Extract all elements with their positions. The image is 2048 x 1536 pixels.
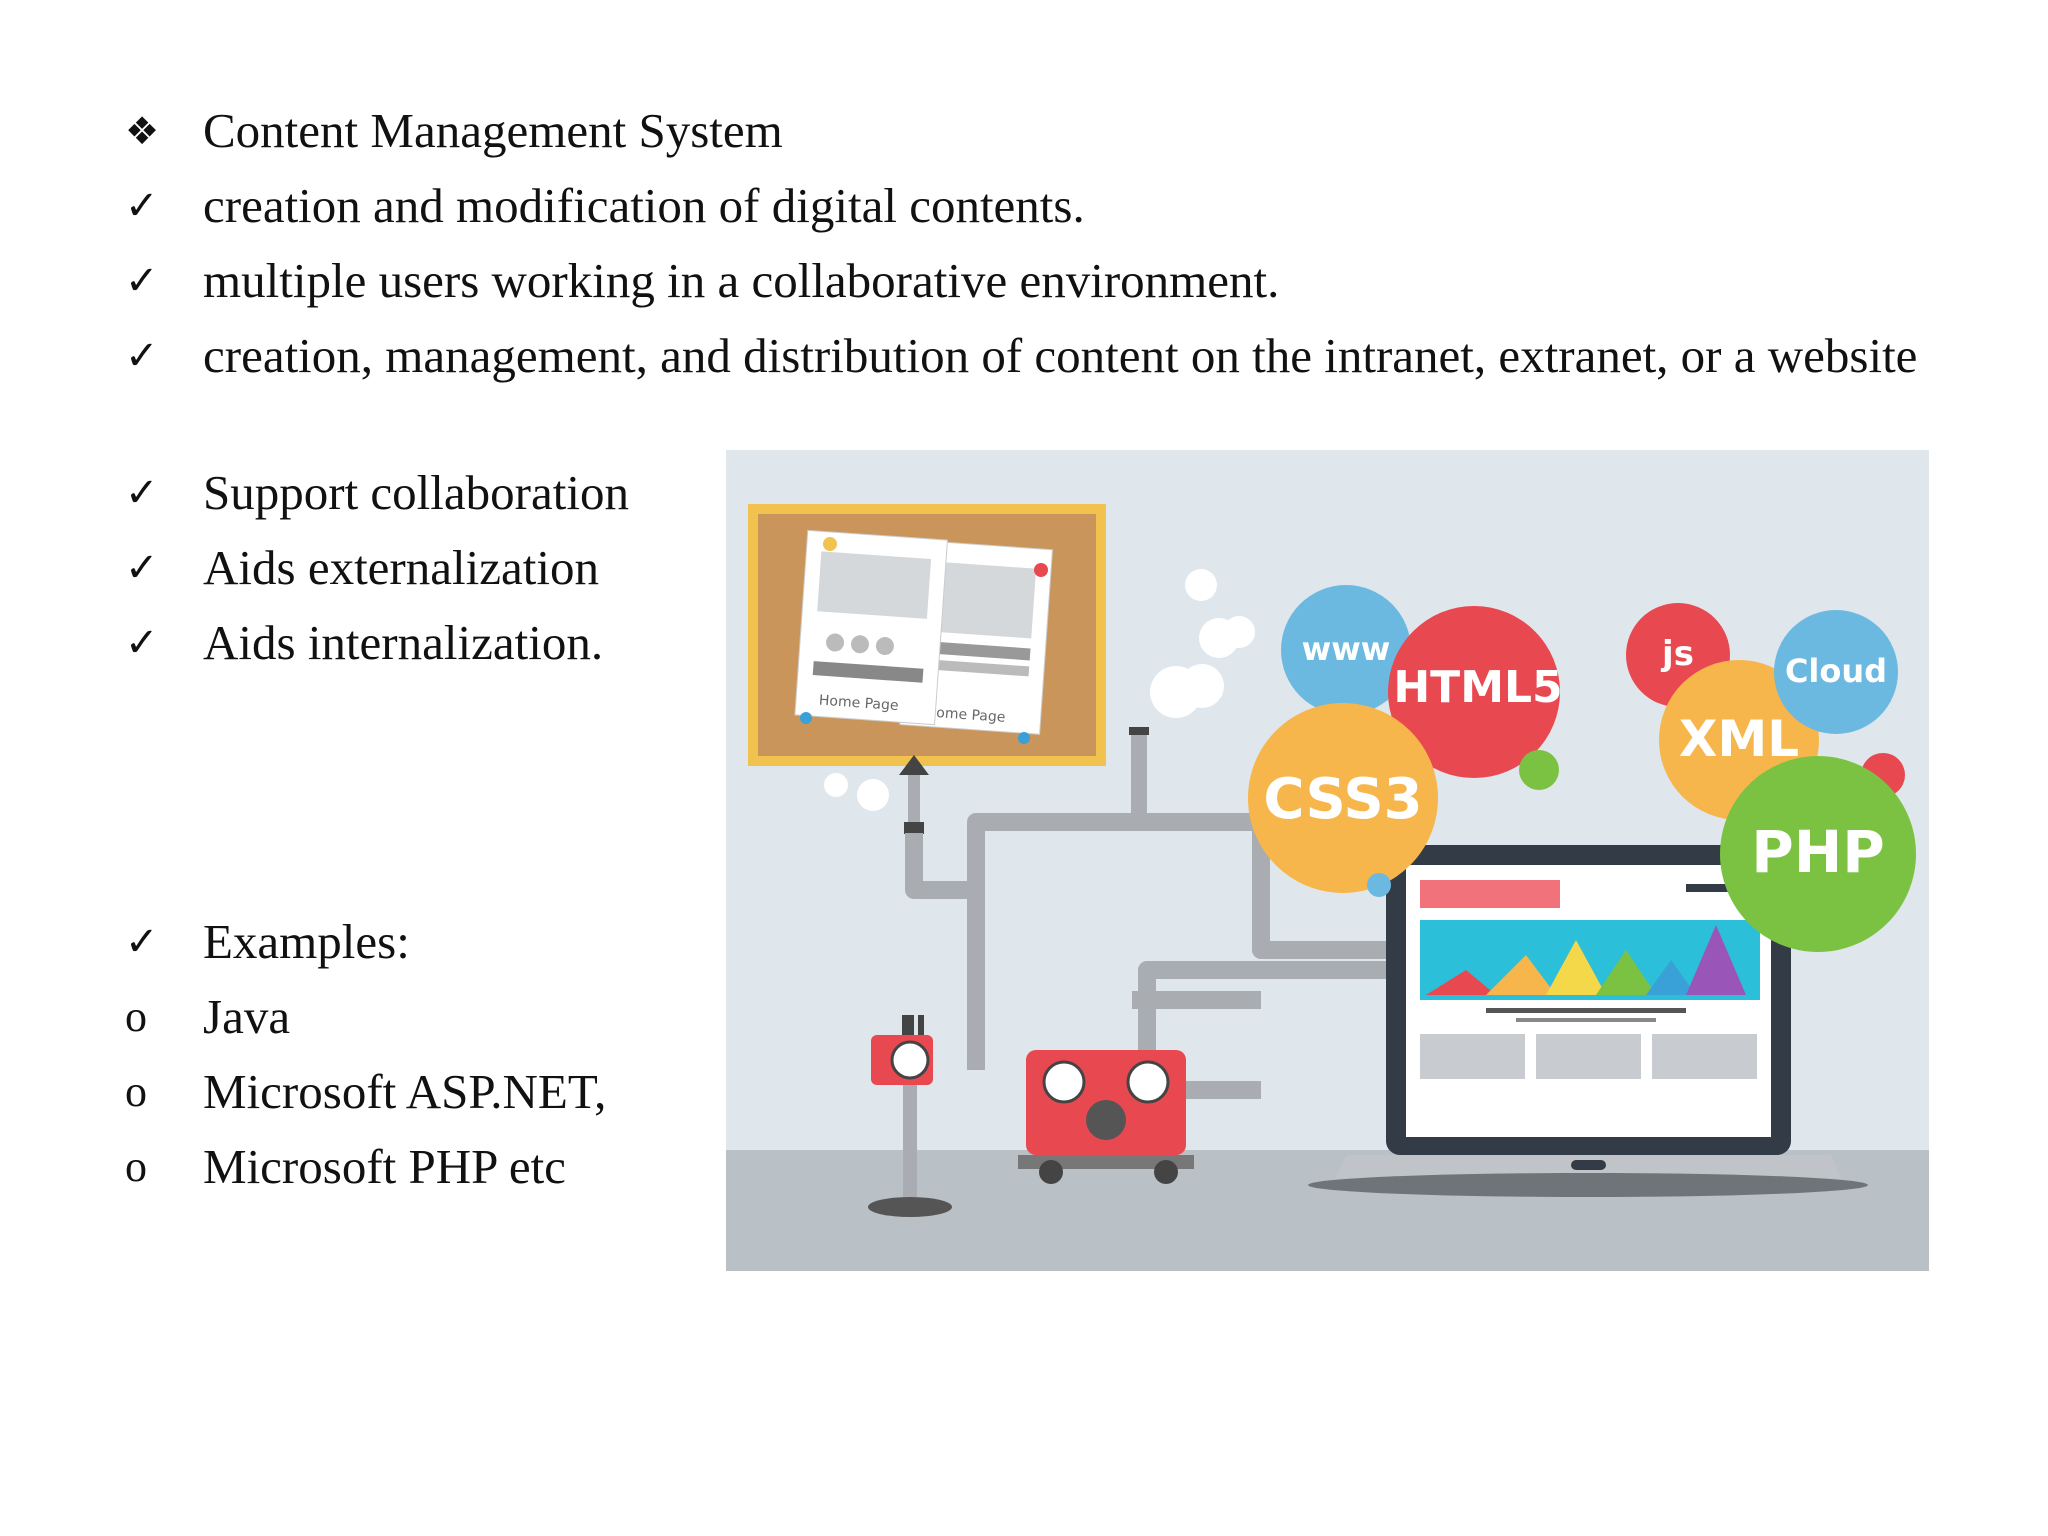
circle-bullet-icon: o bbox=[125, 992, 147, 1041]
bullet-item: ✓ Aids internalization. bbox=[125, 612, 603, 674]
php-label: PHP bbox=[1751, 818, 1885, 886]
pinned-page-label: Home Page bbox=[925, 704, 1006, 726]
checkmark-icon: ✓ bbox=[125, 620, 159, 666]
checkmark-icon: ✓ bbox=[125, 333, 159, 379]
cms-illustration-svg: Home Page Home Page bbox=[726, 450, 1929, 1271]
checkmark-icon: ✓ bbox=[125, 470, 159, 516]
example-item: o Microsoft PHP etc bbox=[125, 1136, 566, 1198]
bullet-text: Examples: bbox=[203, 914, 410, 969]
gauge-robot bbox=[868, 1015, 952, 1217]
bullet-text: creation, management, and distribution o… bbox=[203, 328, 1918, 383]
circle-bullet-icon: o bbox=[125, 1067, 147, 1116]
example-item: o Microsoft ASP.NET, bbox=[125, 1061, 606, 1123]
cloud-bubble bbox=[1774, 610, 1898, 734]
laptop bbox=[1308, 845, 1868, 1197]
bullet-text: Aids externalization bbox=[203, 540, 599, 595]
css3-label: CSS3 bbox=[1263, 767, 1422, 832]
css3-bubble bbox=[1248, 703, 1438, 893]
bullet-item: ✓ creation, management, and distribution… bbox=[125, 325, 1953, 387]
bullet-text: creation and modification of digital con… bbox=[203, 178, 1085, 233]
html5-bubble bbox=[1388, 606, 1560, 778]
heading-text: Content Management System bbox=[203, 103, 783, 158]
www-bubble bbox=[1281, 585, 1411, 715]
pinned-page-label: Home Page bbox=[818, 693, 899, 715]
bullet-item: ✓ Support collaboration bbox=[125, 462, 629, 524]
cloud-label: Cloud bbox=[1785, 652, 1887, 690]
html5-label: HTML5 bbox=[1393, 662, 1562, 713]
diamond-bullet-icon: ❖ bbox=[125, 109, 160, 153]
steam-clouds bbox=[824, 569, 1255, 811]
www-label: www bbox=[1302, 630, 1391, 668]
example-text: Microsoft PHP etc bbox=[203, 1139, 566, 1194]
main-robot bbox=[1018, 1050, 1194, 1184]
technology-bubbles: www HTML5 CSS3 js XML Cloud PHP bbox=[1248, 585, 1916, 952]
bullet-text: Aids internalization. bbox=[203, 615, 604, 670]
checkmark-icon: ✓ bbox=[125, 545, 159, 591]
example-item: o Java bbox=[125, 986, 290, 1048]
bullet-item: ✓ creation and modification of digital c… bbox=[125, 175, 1085, 237]
bullet-item: ✓ Examples: bbox=[125, 911, 410, 973]
bullet-text: Support collaboration bbox=[203, 465, 629, 520]
cork-board: Home Page Home Page bbox=[748, 504, 1106, 766]
bullet-item: ✓ multiple users working in a collaborat… bbox=[125, 250, 1279, 312]
bullet-text: multiple users working in a collaborativ… bbox=[203, 253, 1280, 308]
cms-illustration: Home Page Home Page bbox=[726, 450, 1929, 1271]
php-bubble bbox=[1720, 756, 1916, 952]
js-label: js bbox=[1660, 634, 1694, 674]
example-text: Microsoft ASP.NET, bbox=[203, 1064, 607, 1119]
xml-label: XML bbox=[1679, 710, 1799, 768]
bullet-item: ✓ Aids externalization bbox=[125, 537, 599, 599]
checkmark-icon: ✓ bbox=[125, 919, 159, 965]
checkmark-icon: ✓ bbox=[125, 183, 159, 229]
example-text: Java bbox=[203, 989, 291, 1044]
circle-bullet-icon: o bbox=[125, 1142, 147, 1191]
checkmark-icon: ✓ bbox=[125, 258, 159, 304]
heading-item: ❖ Content Management System bbox=[125, 100, 783, 162]
arrow-up-icon bbox=[899, 755, 929, 775]
